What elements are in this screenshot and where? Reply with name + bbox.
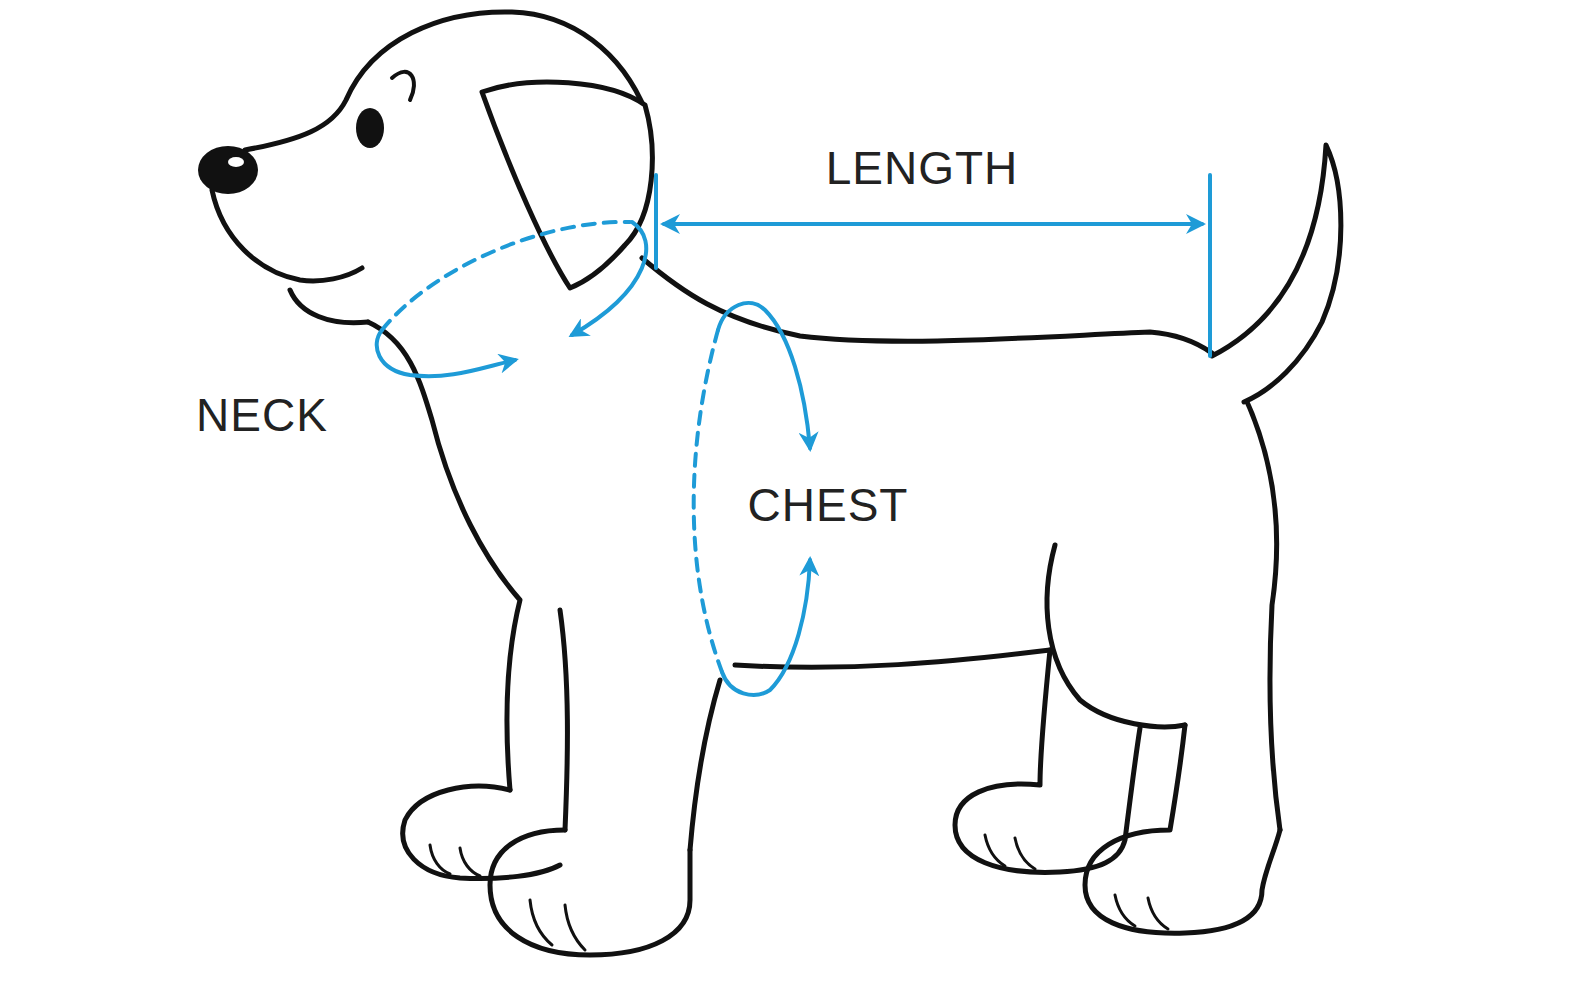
measurement-label: CHEST [748, 482, 909, 528]
measurement-label: NECK [196, 392, 328, 438]
measurement-label: LENGTH [826, 145, 1019, 191]
